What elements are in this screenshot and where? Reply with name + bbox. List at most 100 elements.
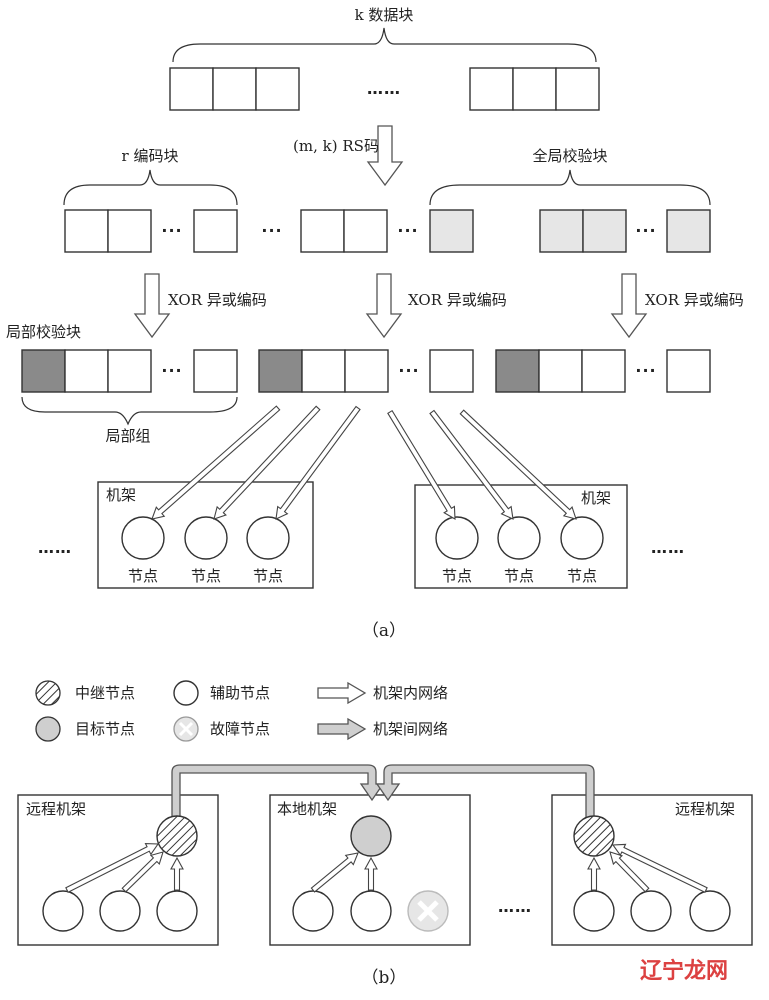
local-block xyxy=(538,349,583,393)
placement-arrow-icon xyxy=(213,405,321,520)
xor-arrow-icon xyxy=(610,273,648,339)
helper-node xyxy=(573,890,615,932)
data-block xyxy=(512,67,557,111)
helper-node-legend-icon xyxy=(173,680,199,706)
legend-helper-node: 辅助节点 xyxy=(210,684,270,702)
storage-node xyxy=(246,516,290,560)
local-block xyxy=(581,349,626,393)
coded-block xyxy=(64,209,109,253)
coded-block xyxy=(193,209,238,253)
rack-ellipsis: …… xyxy=(38,538,72,557)
xor-arrow-icon xyxy=(133,273,171,339)
legend-relay-node: 中继节点 xyxy=(75,684,135,702)
coded-ellipsis: ··· xyxy=(261,221,282,240)
relay-node-legend-icon xyxy=(35,680,61,706)
local-block xyxy=(64,349,109,393)
local-block xyxy=(429,349,474,393)
coded-block-row xyxy=(64,209,711,253)
data-block xyxy=(555,67,600,111)
failed-x-icon xyxy=(178,721,194,737)
rs-code-label: (m, k) RS码 xyxy=(293,137,379,155)
data-block xyxy=(255,67,300,111)
storage-node xyxy=(121,516,165,560)
rack-right-label: 机架 xyxy=(581,489,611,507)
node-label: 节点 xyxy=(253,567,283,585)
legend-intra-rack: 机架内网络 xyxy=(373,684,448,702)
global-parity-block xyxy=(582,209,627,253)
rack-ellipsis: …… xyxy=(651,538,685,557)
node-label: 节点 xyxy=(191,567,221,585)
intra-rack-arrows xyxy=(65,843,708,893)
k-data-blocks-label: k 数据块 xyxy=(355,6,414,24)
helper-node xyxy=(689,890,731,932)
local-ellipsis: ··· xyxy=(398,361,419,380)
target-node-legend-icon xyxy=(35,716,61,742)
storage-node xyxy=(560,516,604,560)
helper-node xyxy=(350,890,392,932)
r-blocks-brace xyxy=(63,169,238,206)
local-ellipsis: ··· xyxy=(635,361,656,380)
local-block-row xyxy=(21,349,711,393)
global-parity-brace xyxy=(429,169,711,206)
legend-failed-node: 故障节点 xyxy=(210,720,270,738)
local-rack-label: 本地机架 xyxy=(277,800,337,818)
node-label: 节点 xyxy=(504,567,534,585)
global-parity-block xyxy=(429,209,474,253)
rack-left-label: 机架 xyxy=(106,486,136,504)
node-label: 节点 xyxy=(567,567,597,585)
global-parity-block xyxy=(539,209,584,253)
caption-b: （b） xyxy=(362,968,407,988)
global-parity-block xyxy=(666,209,711,253)
intra-rack-arrow-icon xyxy=(364,856,378,891)
intra-rack-arrow-icon xyxy=(587,856,601,891)
helper-node xyxy=(42,890,84,932)
local-group-label: 局部组 xyxy=(105,427,150,445)
storage-node xyxy=(497,516,541,560)
data-block-row xyxy=(169,67,600,111)
intra-rack-arrow-icon xyxy=(317,681,367,705)
local-group-brace xyxy=(21,396,238,426)
xor-arrow-icon xyxy=(365,273,403,339)
storage-node xyxy=(435,516,479,560)
legend-inter-rack: 机架间网络 xyxy=(373,720,448,738)
failed-x-icon xyxy=(417,900,439,922)
local-parity-block xyxy=(21,349,66,393)
coded-block xyxy=(107,209,152,253)
inter-rack-pipe-left xyxy=(171,764,385,819)
local-parity-label: 局部校验块 xyxy=(6,323,81,341)
relay-node-right xyxy=(573,815,615,857)
rs-encode-arrow-icon xyxy=(366,125,404,187)
local-ellipsis: ··· xyxy=(161,361,182,380)
remote-rack-left-label: 远程机架 xyxy=(26,800,86,818)
xor-label-1: XOR 异或编码 xyxy=(168,291,267,309)
global-parity-label: 全局校验块 xyxy=(532,147,607,165)
coded-block xyxy=(300,209,345,253)
k-blocks-brace xyxy=(172,27,597,63)
intra-rack-arrow-icon xyxy=(310,852,359,893)
coded-ellipsis: ··· xyxy=(635,221,656,240)
local-block xyxy=(107,349,152,393)
coded-ellipsis: ··· xyxy=(397,221,418,240)
legend-target-node: 目标节点 xyxy=(75,720,135,738)
helper-node xyxy=(156,890,198,932)
relay-node-left xyxy=(156,815,198,857)
local-parity-block xyxy=(495,349,540,393)
r-coded-blocks-label: r 编码块 xyxy=(122,147,179,165)
placement-arrow-icon xyxy=(429,409,514,520)
data-block xyxy=(212,67,257,111)
inter-rack-arrow-icon xyxy=(317,717,367,741)
xor-label-3: XOR 异或编码 xyxy=(645,291,744,309)
coded-ellipsis: ··· xyxy=(161,221,182,240)
rack-ellipsis: …… xyxy=(498,897,532,916)
placement-arrow-icon xyxy=(459,409,577,520)
intra-rack-arrow-icon xyxy=(65,843,160,893)
target-node xyxy=(350,815,392,857)
intra-rack-arrow-icon xyxy=(170,856,184,891)
local-parity-block xyxy=(258,349,303,393)
helper-node xyxy=(292,890,334,932)
legend: 中继节点 辅助节点 机架内网络 目标节点 故障节点 机架间网络 xyxy=(35,680,448,742)
intra-rack-arrow-icon xyxy=(611,843,708,893)
coded-block xyxy=(343,209,388,253)
placement-arrows xyxy=(151,405,577,520)
